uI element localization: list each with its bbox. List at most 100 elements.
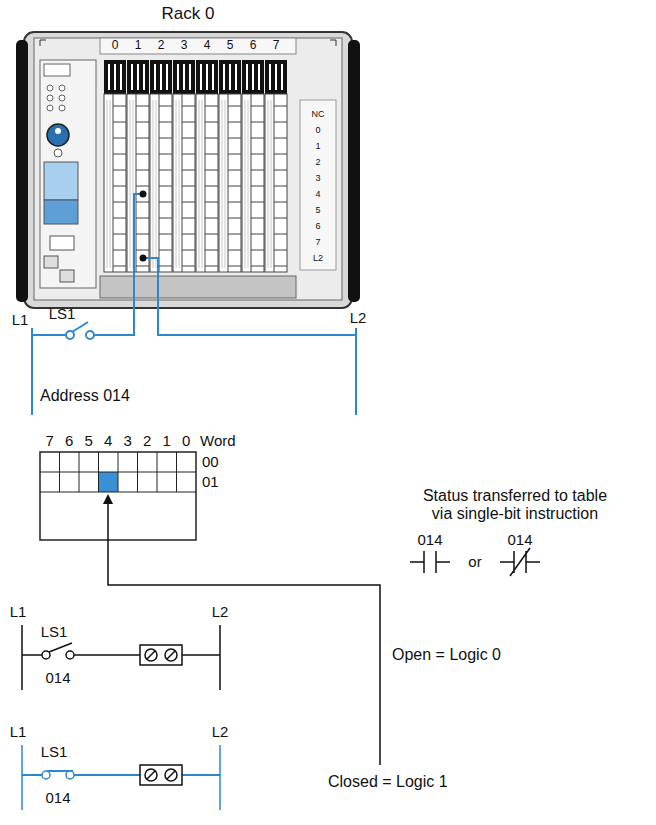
plc-rack [104, 60, 126, 272]
slot-number: 5 [227, 39, 234, 53]
plc-rack [242, 60, 264, 272]
slot-number: 3 [181, 39, 188, 53]
transfer-arrow [108, 502, 380, 765]
terminal-dot [140, 255, 147, 262]
data-table [40, 452, 196, 492]
logic-state: Open = Logic 0 [392, 646, 501, 664]
plc-rack [44, 162, 78, 200]
bit-number: 0 [182, 432, 190, 449]
plc-rack [44, 200, 78, 224]
plc-rack [173, 60, 195, 272]
switch-label: LS1 [41, 623, 68, 640]
terminal-label: L2 [313, 253, 323, 263]
plc-rack [300, 100, 336, 270]
field-wiring [143, 258, 356, 335]
ladder-rung-closed [22, 774, 220, 776]
terminal-label: 3 [315, 173, 320, 183]
field-wiring [94, 194, 143, 335]
plc-rack [24, 32, 352, 308]
power-line-label: L2 [212, 603, 229, 620]
plc-rack [150, 60, 172, 272]
contact-address: 014 [507, 531, 532, 548]
plc-rack [59, 105, 65, 111]
plc-rack [54, 149, 62, 157]
terminal-label: 5 [315, 205, 320, 215]
word-number: 01 [202, 473, 219, 490]
plc-rack [265, 60, 287, 272]
switch-address: 014 [45, 789, 70, 806]
slot-number: 7 [273, 39, 280, 53]
ladder-rung-open [147, 651, 175, 659]
ladder-rung-closed [140, 765, 182, 785]
note: or [468, 553, 481, 570]
plc-rack [196, 60, 218, 272]
plc-rack [60, 270, 74, 282]
transfer-arrow [103, 494, 113, 504]
terminal-dot [140, 191, 147, 262]
plc-rack [348, 40, 360, 302]
note: Status transferred to table via single-b… [417, 487, 613, 524]
bit-number: 5 [85, 432, 93, 449]
plc-rack [16, 32, 360, 308]
ladder-rung-closed [147, 771, 175, 779]
plc-rack [50, 236, 74, 250]
field-wiring [66, 331, 74, 339]
switch-address: 014 [45, 669, 70, 686]
contact-symbol [500, 548, 540, 576]
rack-title: Rack 0 [162, 4, 215, 24]
ladder-rung-open [42, 651, 50, 659]
switch-label: LS1 [49, 305, 76, 322]
plc-rack [47, 95, 53, 101]
bit-number: 4 [104, 432, 112, 449]
switch-label: LS1 [41, 743, 68, 760]
field-wiring [86, 331, 94, 339]
bit-number: 1 [163, 432, 171, 449]
contact-symbol [410, 548, 540, 576]
power-line-label: L1 [10, 723, 27, 740]
plc-rack [59, 95, 65, 101]
plc-rack [100, 276, 296, 298]
field-wiring [32, 194, 356, 415]
terminal-label: 7 [315, 237, 320, 247]
plc-rack [16, 40, 28, 302]
plc-rack [40, 60, 96, 288]
ladder-rung-open [140, 645, 182, 665]
address-label: Address 014 [40, 387, 130, 405]
field-wiring [72, 322, 88, 332]
contact-symbol [410, 551, 450, 573]
bit-number: 2 [143, 432, 151, 449]
power-line-label: L1 [10, 603, 27, 620]
slot-number: 2 [158, 39, 165, 53]
data-table [40, 452, 196, 540]
terminal-label: 1 [315, 141, 320, 151]
plc-rack [219, 60, 241, 272]
ladder-rung-open [22, 654, 220, 656]
word-number: 00 [202, 453, 219, 470]
field-wiring [31, 328, 33, 415]
terminal-label: 6 [315, 221, 320, 231]
bit-number: 6 [65, 432, 73, 449]
plc-rack [55, 128, 61, 134]
power-line-label: L2 [212, 723, 229, 740]
field-wiring [355, 328, 357, 415]
logic-state: Closed = Logic 1 [328, 773, 448, 791]
power-line-label: L2 [350, 309, 367, 326]
ladder-rung-open [66, 651, 74, 659]
plc-rack [44, 256, 58, 268]
slot-number: 6 [250, 39, 257, 53]
slot-number: 1 [135, 39, 142, 53]
ladder-rung-closed [42, 771, 50, 779]
plc-rack [44, 64, 70, 76]
terminal-label: 0 [315, 125, 320, 135]
word-header: Word [200, 432, 236, 449]
terminal-label: 2 [315, 157, 320, 167]
terminal-dot [140, 191, 147, 198]
bit-number: 7 [46, 432, 54, 449]
transfer-arrow [103, 494, 380, 765]
terminal-label: 4 [315, 189, 320, 199]
slot-number: 4 [204, 39, 211, 53]
plc-rack [59, 85, 65, 91]
plc-rack [40, 40, 336, 46]
